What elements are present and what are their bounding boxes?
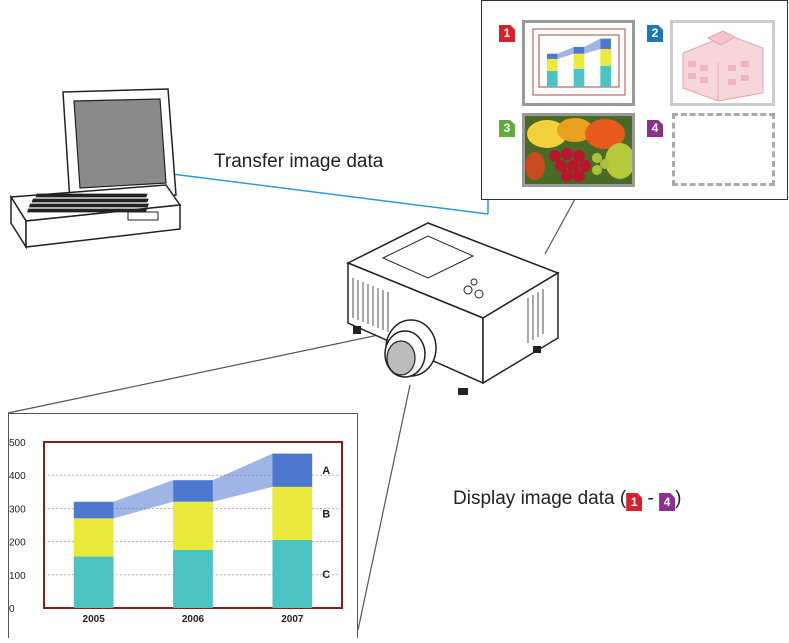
display-badge-last: 4 xyxy=(659,493,676,511)
transfer-label: Transfer image data xyxy=(214,151,384,172)
bar-segment-b xyxy=(272,486,313,540)
series-label-b: B xyxy=(322,508,330,520)
series-a-band xyxy=(557,46,574,59)
bar-segment-c xyxy=(73,556,114,608)
display-label-prefix: Display image data ( xyxy=(453,488,627,509)
bar-segment-c xyxy=(600,65,611,87)
bar-segment-b xyxy=(600,49,611,66)
slot-4-empty[interactable] xyxy=(672,113,775,186)
slot-2-thumbnail[interactable] xyxy=(670,20,775,106)
x-tick-label: 2007 xyxy=(281,614,304,625)
bar-segment-a xyxy=(547,53,558,59)
building-icon xyxy=(682,30,764,102)
display-label-sep: - xyxy=(642,488,660,509)
bar-segment-b xyxy=(173,501,213,550)
series-a-band xyxy=(584,38,601,54)
slot-1-badge: 1 xyxy=(499,25,515,42)
transfer-line xyxy=(171,173,489,215)
y-tick-label: 0 xyxy=(9,604,15,615)
bar-segment-a xyxy=(272,453,313,487)
bar-chart: 0 100 200 300 400 500 2005 2006 2007 C B A xyxy=(9,438,343,625)
bar-segment-c xyxy=(547,70,558,87)
y-tick-label: 400 xyxy=(9,471,26,482)
projected-screen: 0 100 200 300 400 500 2005 2006 2007 C B A xyxy=(8,413,358,638)
bar-segment-a xyxy=(600,38,611,50)
panel-callout-line xyxy=(544,198,576,255)
slot-3-thumbnail[interactable] xyxy=(522,113,635,187)
slot-2-badge: 2 xyxy=(647,25,663,42)
bar-segment-b xyxy=(73,518,114,557)
display-badge-first: 1 xyxy=(626,493,643,511)
display-label-suffix: ) xyxy=(675,488,682,509)
fruit-photo-icon xyxy=(525,116,635,184)
projector-icon xyxy=(346,222,560,395)
series-a-band xyxy=(212,453,273,502)
y-tick-label: 200 xyxy=(9,538,26,549)
series-label-c: C xyxy=(322,569,330,581)
laptop-icon xyxy=(9,88,182,250)
image-slots-panel: 1 2 3 xyxy=(481,0,788,200)
x-tick-label: 2005 xyxy=(83,614,106,625)
mini-chart-icon xyxy=(532,28,626,96)
y-tick-label: 300 xyxy=(9,504,26,515)
slot-1-thumbnail[interactable] xyxy=(522,20,635,106)
slot-3-badge: 3 xyxy=(499,120,515,137)
bar-segment-b xyxy=(573,53,585,69)
display-label: Display image data (1 - 4) xyxy=(453,488,681,511)
bar-segment-c xyxy=(573,68,585,87)
projection-line-top xyxy=(7,332,389,414)
bar-segment-c xyxy=(173,549,213,608)
projection-line-bottom xyxy=(357,384,411,631)
y-tick-label: 100 xyxy=(9,571,26,582)
bar-segment-b xyxy=(547,58,558,71)
series-label-a: A xyxy=(322,465,330,477)
bar-segment-c xyxy=(272,539,313,608)
x-tick-label: 2006 xyxy=(182,614,205,625)
bar-segment-a xyxy=(573,46,585,54)
bar-segment-a xyxy=(173,480,213,502)
bar-segment-a xyxy=(73,501,114,519)
slot-4-badge: 4 xyxy=(647,120,663,137)
series-a-band xyxy=(113,480,174,519)
y-tick-label: 500 xyxy=(9,438,26,449)
